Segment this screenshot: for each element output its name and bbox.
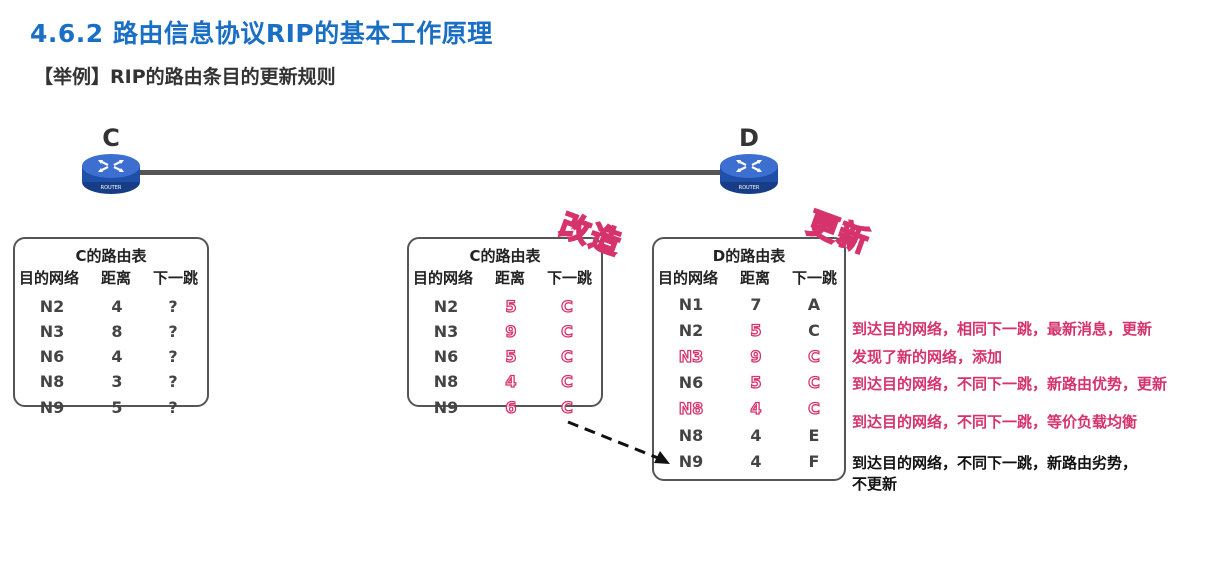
table-c-next: ? <box>168 347 178 366</box>
table-d-dest: N6 <box>678 373 704 392</box>
router-d-label: D <box>739 124 759 152</box>
table-d-dest: N1 <box>678 295 704 314</box>
table-c-dist: 8 <box>111 322 123 341</box>
note-equal-cost: 到达目的网络，不同下一跳，等价负载均衡 <box>852 413 1138 431</box>
table-c-dest: N8 <box>39 372 65 391</box>
table-c-mod-next: C <box>560 296 573 316</box>
table-c-title: C的路由表 <box>75 247 147 265</box>
table-c-next: ? <box>168 297 178 316</box>
table-c-mod-next: C <box>560 321 573 341</box>
table-c-header-dist: 距离 <box>101 269 132 287</box>
table-d-next: C <box>807 372 820 392</box>
page-subtitle: 【举例】RIP的路由条目的更新规则 <box>34 66 336 88</box>
table-c-dist: 4 <box>111 347 123 366</box>
table-c-dist: 4 <box>111 297 123 316</box>
table-d-header-dest: 目的网络 <box>658 269 719 287</box>
table-c-mod-dist: 5 <box>505 346 517 366</box>
table-d-dest: N9 <box>678 452 704 471</box>
table-d-dist: 4 <box>750 398 762 418</box>
table-d-next: C <box>807 346 820 366</box>
table-d-dest: N8 <box>678 426 704 445</box>
note-same-next-hop: 到达目的网络，相同下一跳，最新消息，更新 <box>852 320 1153 338</box>
table-c-mod-dest: N8 <box>433 372 459 391</box>
table-c-next: ? <box>168 322 178 341</box>
router-d-caption: ROUTER <box>739 185 760 191</box>
table-c-mod-next: C <box>560 397 573 417</box>
table-c-mod-dist: 6 <box>505 397 517 417</box>
table-c-mod-dist: 9 <box>505 321 517 341</box>
note-better-route: 到达目的网络，不同下一跳，新路由优势，更新 <box>852 375 1168 393</box>
table-d-next: C <box>807 398 820 418</box>
table-d-next: F <box>808 452 820 471</box>
table-d-next: A <box>807 295 821 314</box>
table-c-dest: N6 <box>39 347 65 366</box>
table-c-mod-dest: N9 <box>433 398 459 417</box>
table-c-mod-next: C <box>560 346 573 366</box>
table-d-next: C <box>808 321 820 340</box>
table-c-mod-dest: N6 <box>433 347 459 366</box>
table-d-dist: 5 <box>750 320 762 340</box>
table-c-header-next: 下一跳 <box>153 269 199 287</box>
table-d-title: D的路由表 <box>712 247 786 265</box>
page-title: 4.6.2 路由信息协议RIP的基本工作原理 <box>30 19 493 48</box>
table-c-mod-next: C <box>560 371 573 391</box>
table-d-dest: N2 <box>678 321 704 340</box>
note-worse-route: 到达目的网络，不同下一跳，新路由劣势， <box>852 454 1138 472</box>
routing-table-c: C的路由表 目的网络 距离 下一跳 N2 4 ? N3 8 ? N6 4 ? N… <box>13 237 209 407</box>
table-c-next: ? <box>168 398 178 417</box>
table-c-mod-header-dest: 目的网络 <box>413 269 474 287</box>
table-d-dist: 5 <box>750 372 762 392</box>
table-c-dist: 5 <box>111 398 123 417</box>
router-c-caption: ROUTER <box>101 185 122 191</box>
table-c-mod-dest: N3 <box>433 322 459 341</box>
table-c-mod-header-next: 下一跳 <box>547 269 593 287</box>
note-no-update: 不更新 <box>852 475 898 493</box>
table-d-dest: N8 <box>678 398 704 418</box>
table-d-header-dist: 距离 <box>740 269 771 287</box>
routing-table-d: D的路由表 目的网络 距离 下一跳 N1 7 A N2 5 C N3 9 C N… <box>652 237 846 481</box>
table-d-dist: 7 <box>750 295 762 314</box>
table-c-mod-dist: 4 <box>505 371 517 391</box>
note-new-network: 发现了新的网络，添加 <box>852 348 1003 366</box>
table-c-next: ? <box>168 372 178 391</box>
table-c-header-dest: 目的网络 <box>19 269 80 287</box>
table-d-dist: 4 <box>750 426 762 445</box>
routing-table-c-modified: C的路由表 目的网络 距离 下一跳 N2 5 C N3 9 C N6 5 C N… <box>407 237 603 407</box>
table-c-mod-title: C的路由表 <box>469 247 541 265</box>
table-c-dest: N9 <box>39 398 65 417</box>
dashed-arrow <box>567 420 670 464</box>
table-d-dest: N3 <box>678 346 704 366</box>
table-c-dest: N3 <box>39 322 65 341</box>
table-c-mod-dest: N2 <box>433 297 459 316</box>
table-c-dist: 3 <box>111 372 123 391</box>
link-c-d <box>138 170 722 175</box>
table-d-next: E <box>808 426 820 445</box>
router-c-icon: ROUTER <box>82 154 140 194</box>
table-d-dist: 9 <box>750 346 762 366</box>
table-c-mod-dist: 5 <box>505 296 517 316</box>
router-d-icon: ROUTER <box>720 154 778 194</box>
table-d-header-next: 下一跳 <box>792 269 838 287</box>
router-c-label: C <box>102 124 120 152</box>
table-c-mod-header-dist: 距离 <box>495 269 526 287</box>
table-d-dist: 4 <box>750 452 762 471</box>
table-c-dest: N2 <box>39 297 65 316</box>
